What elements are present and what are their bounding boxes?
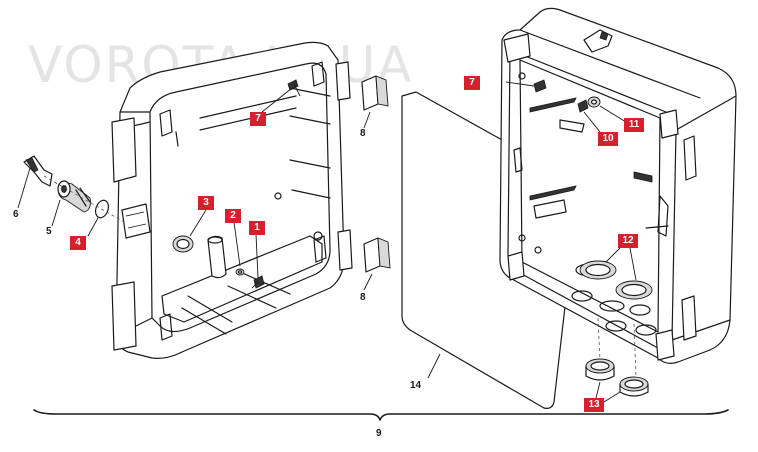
callout-5: 5: [46, 226, 52, 237]
callout-9: 9: [376, 428, 382, 439]
leader-1: [255, 233, 259, 279]
callout-8-bottom: 8: [360, 292, 366, 303]
key-lock-assembly: [17, 155, 125, 237]
callout-10: 10: [598, 132, 618, 146]
leader-2: [233, 221, 241, 267]
callout-2: 2: [225, 209, 241, 223]
callout-6: 6: [13, 209, 19, 220]
callout-8-top: 8: [360, 128, 366, 139]
assembly-brace: [33, 409, 729, 421]
callout-12: 12: [618, 234, 638, 248]
leader-3: [189, 209, 207, 237]
hinge-bottom: [363, 237, 391, 291]
callout-13: 13: [584, 398, 604, 412]
hinge-top: [361, 75, 389, 129]
callout-7-left: 7: [250, 112, 266, 126]
callout-14: 14: [410, 380, 422, 391]
callout-7-right: 7: [464, 76, 480, 90]
callout-3: 3: [198, 196, 214, 210]
callout-11: 11: [624, 118, 644, 132]
enclosure-base: [111, 41, 353, 359]
callout-4: 4: [70, 236, 86, 250]
leader-7-left: [261, 87, 293, 113]
enclosure-lid: [499, 7, 737, 403]
leader-7-right: [505, 81, 535, 87]
callout-1: 1: [249, 221, 265, 235]
